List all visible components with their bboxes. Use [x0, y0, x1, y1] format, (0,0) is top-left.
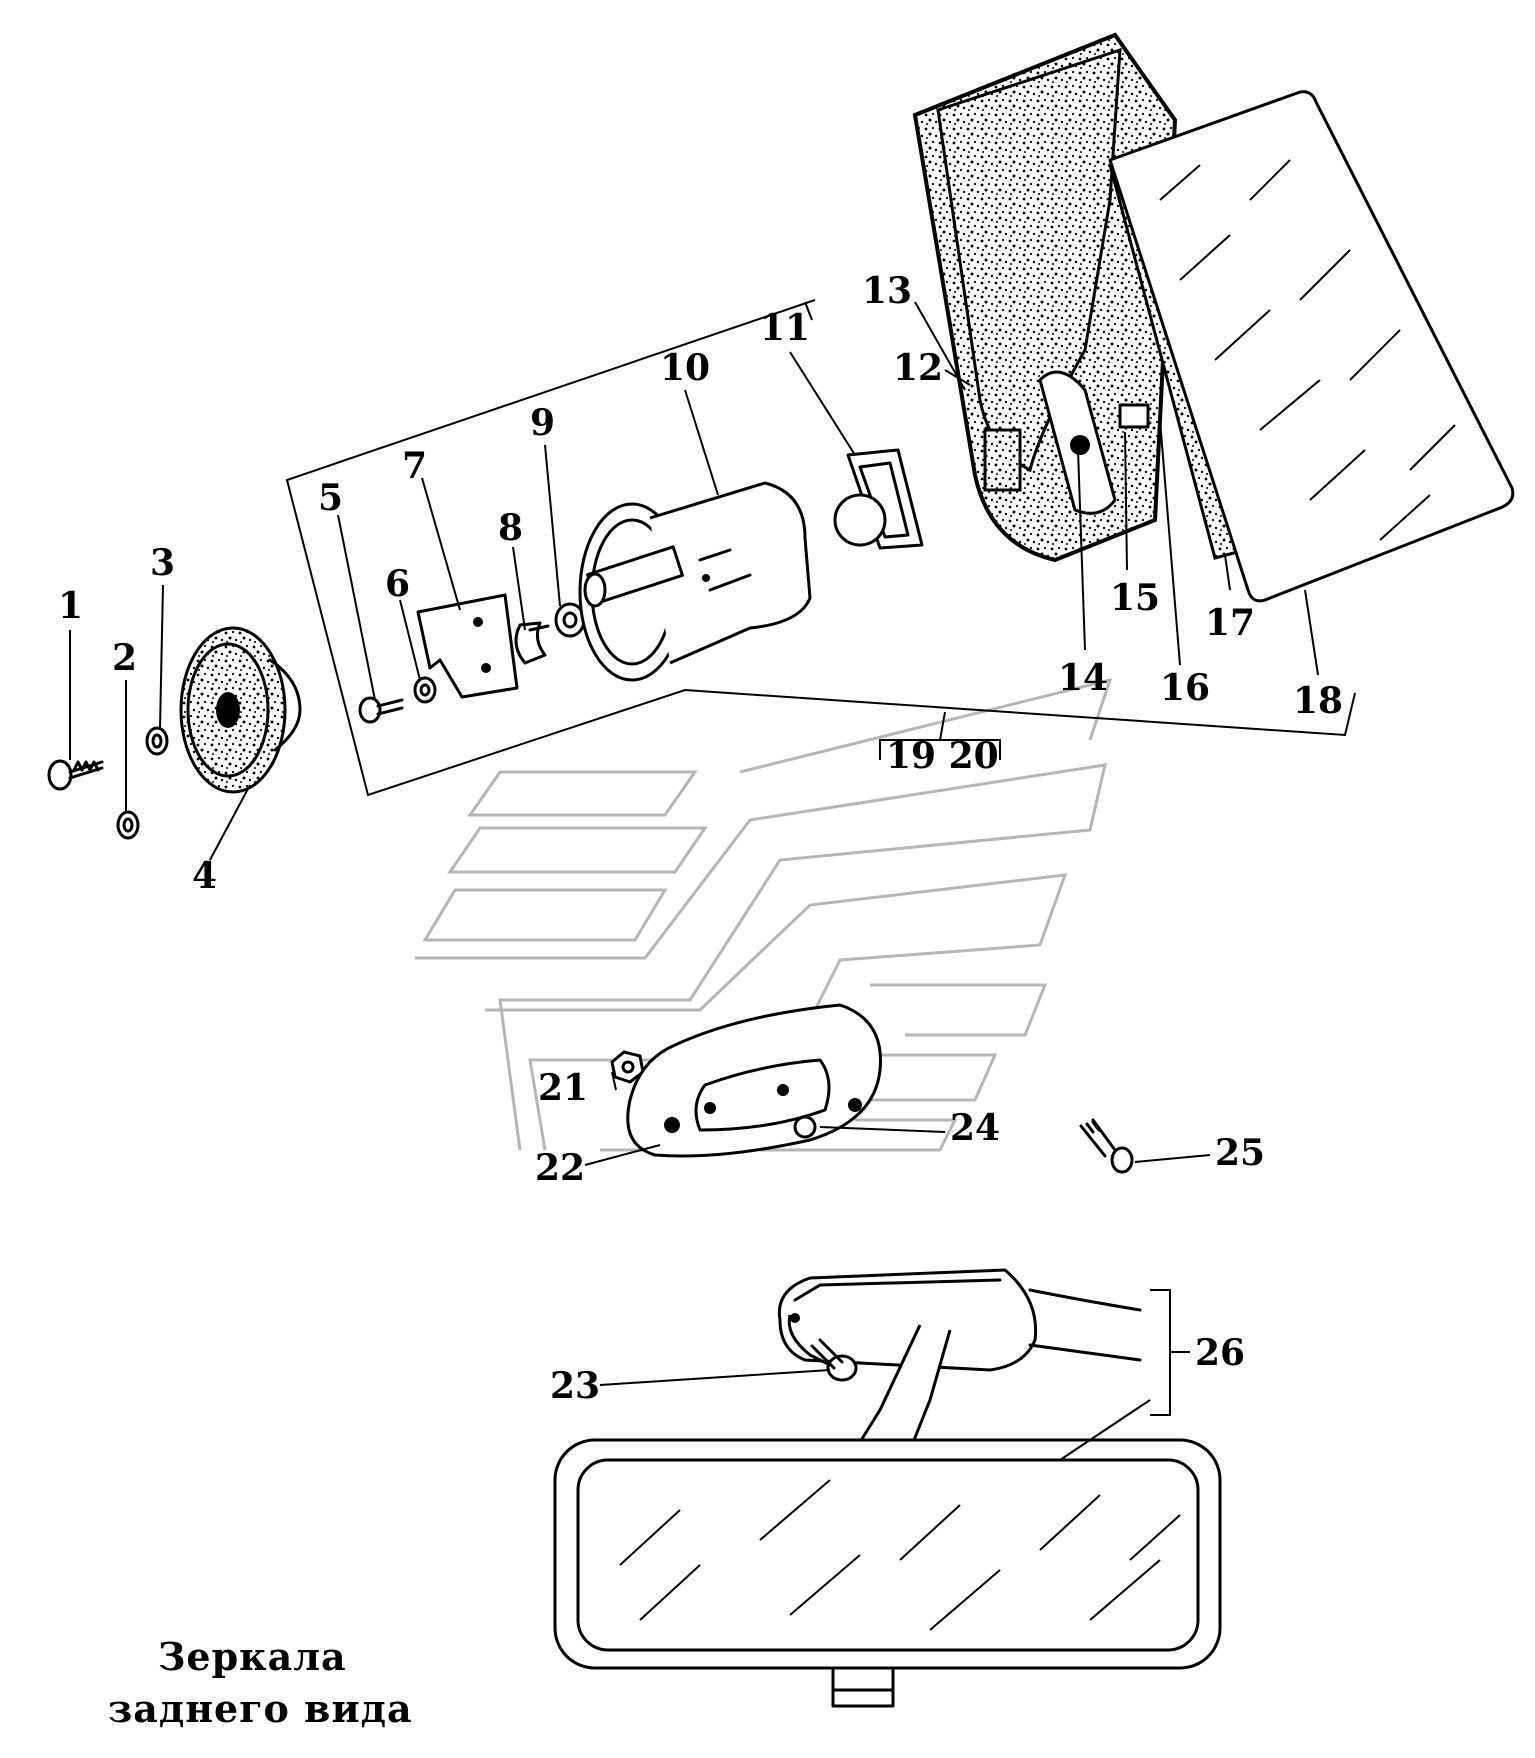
diagram-title: Зеркала заднего вида: [108, 1634, 413, 1731]
callout-16: 16: [1160, 667, 1210, 709]
callout-13: 13: [862, 270, 912, 312]
bracket-19-20: [879, 711, 1001, 760]
base-disc-part-4: [179, 626, 302, 794]
title-line-2: заднего вида: [108, 1686, 413, 1731]
watermark-logo: [415, 677, 1113, 1152]
callout-labels: 1 2 3 4 5 6 7 8 9 10 11 12 13 14 15 16 1…: [58, 270, 1343, 1407]
leader-lines: [69, 301, 1319, 1386]
clip-part-8: [514, 621, 550, 665]
callout-2: 2: [112, 637, 137, 679]
callout-4: 4: [192, 855, 217, 897]
callout-15: 15: [1110, 577, 1160, 619]
callout-19-20: 19 20: [886, 735, 999, 777]
ball-joint-part-11: [833, 448, 924, 550]
mounting-bracket-part-22: [626, 1003, 882, 1158]
mirror-glass-part-18: [1108, 90, 1515, 603]
callout-18: 18: [1293, 680, 1343, 722]
housing-part-10: [578, 481, 812, 682]
callout-26: 26: [1195, 1332, 1245, 1374]
callout-24: 24: [950, 1107, 1000, 1149]
washer-part-6: [413, 676, 437, 704]
callout-22: 22: [535, 1147, 585, 1189]
assembly-frame: [285, 299, 1356, 797]
callout-23: 23: [550, 1365, 600, 1407]
bracket-26: [1059, 1289, 1190, 1461]
callout-25: 25: [1215, 1132, 1265, 1174]
screw-part-5: [358, 696, 404, 724]
callout-6: 6: [385, 563, 410, 605]
washer-part-3: [145, 726, 169, 756]
title-line-1: Зеркала: [158, 1634, 347, 1679]
callout-9: 9: [530, 402, 555, 444]
screw-part-25: [1079, 1118, 1134, 1174]
mirror-housing: [912, 32, 1178, 563]
callout-7: 7: [402, 445, 427, 487]
screw-part-1: [47, 759, 104, 791]
callout-14: 14: [1058, 657, 1108, 699]
plate-part-7: [416, 593, 519, 699]
callout-17: 17: [1205, 602, 1255, 644]
callout-5: 5: [318, 477, 343, 519]
washer-part-2: [116, 810, 140, 840]
interior-mirror-part-26: [553, 1268, 1222, 1708]
callout-21: 21: [538, 1067, 588, 1109]
callout-11: 11: [760, 307, 810, 349]
callout-8: 8: [498, 507, 523, 549]
callout-10: 10: [660, 347, 710, 389]
callout-3: 3: [150, 542, 175, 584]
callout-12: 12: [893, 347, 943, 389]
callout-1: 1: [58, 585, 83, 627]
